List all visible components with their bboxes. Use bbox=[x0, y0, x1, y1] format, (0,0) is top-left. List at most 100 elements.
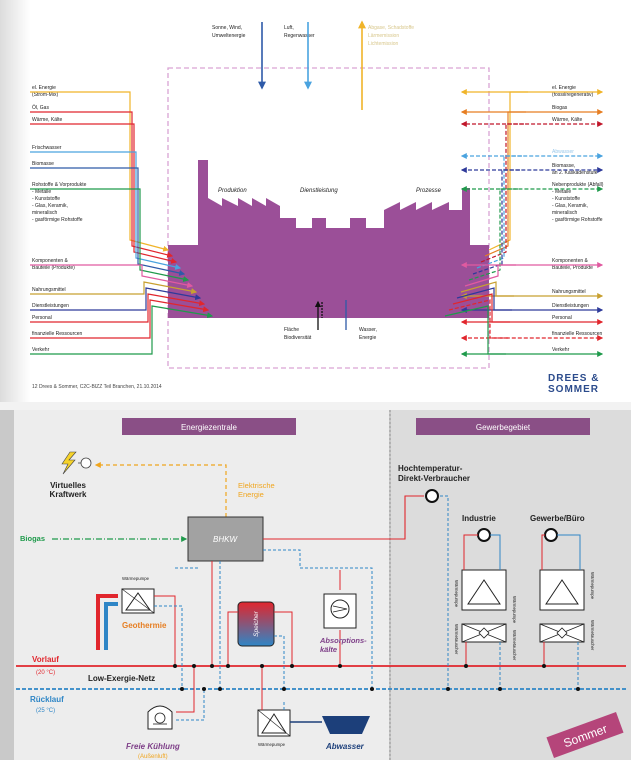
free-cooling-icon bbox=[147, 705, 173, 730]
junction-dot bbox=[542, 664, 546, 668]
left-input-arrow bbox=[30, 167, 186, 276]
svg-text:Energie: Energie bbox=[359, 335, 376, 341]
left-input-arrow bbox=[30, 123, 178, 264]
left-input-3: Frischwasser bbox=[30, 145, 182, 270]
svg-text:Lärmemission: Lärmemission bbox=[368, 33, 399, 39]
junction-dot bbox=[192, 664, 196, 668]
absorption-chiller-icon bbox=[323, 593, 357, 629]
junction-dot bbox=[218, 687, 222, 691]
right-output-7: Nahrungsmittel bbox=[460, 281, 604, 299]
svg-text:Sonne, Wind,: Sonne, Wind, bbox=[212, 25, 242, 31]
label-aussenluft: (Außenluft) bbox=[138, 754, 168, 760]
junction-dot bbox=[180, 687, 184, 691]
right-output-label: Bauteile, Produkte bbox=[552, 265, 593, 271]
left-input-arrow bbox=[30, 299, 210, 339]
right-output-arrow bbox=[444, 305, 604, 357]
left-input-label: - Kunststoffe bbox=[32, 196, 60, 202]
junction-dot bbox=[338, 664, 342, 668]
label-hochtemperatur-1: Hochtemperatur- bbox=[398, 464, 463, 473]
right-output-10: finanzielle Ressourcen bbox=[448, 299, 604, 341]
label-low-exergie-netz: Low-Exergie-Netz bbox=[88, 674, 155, 683]
right-output-arrow bbox=[480, 121, 604, 263]
right-output-label: Dienstleistungen bbox=[552, 303, 589, 309]
left-input-label: - Metalle bbox=[32, 189, 51, 195]
svg-text:Wasser,: Wasser, bbox=[359, 327, 377, 333]
left-input-1: Öl, Gas bbox=[30, 104, 174, 258]
left-input-arrow bbox=[30, 293, 206, 323]
heatpump-geothermie-icon bbox=[121, 588, 155, 614]
junction-dot bbox=[498, 687, 502, 691]
left-input-2: Wärme, Kälte bbox=[30, 117, 178, 264]
svg-text:DREES &: DREES & bbox=[548, 373, 599, 384]
right-output-label: finanzielle Ressourcen bbox=[552, 331, 603, 337]
label-freie-kuehlung: Freie Kühlung bbox=[126, 742, 180, 751]
label-waermetauscher-vertical-2: Wärmetauscher bbox=[590, 620, 595, 651]
geo-ruecklauf bbox=[154, 605, 183, 689]
right-output-label: - Kunststoffe bbox=[552, 196, 580, 202]
right-output-2: Wärme, Kälte bbox=[460, 117, 604, 263]
left-input-label: Verkehr bbox=[32, 347, 50, 353]
label-abwasser: Abwasser bbox=[325, 742, 365, 751]
heatpump-abwasser-icon bbox=[257, 709, 291, 737]
loop-gewerbe-blue bbox=[557, 534, 581, 570]
left-input-label: Frischwasser bbox=[32, 145, 62, 151]
top-label-sun-wind: Sonne, Wind, Umweltenergie bbox=[212, 25, 246, 39]
right-output-5: Nebenprodukte (Abfall)- Metalle- Kunstst… bbox=[460, 182, 604, 281]
right-output-11: Verkehr bbox=[444, 305, 604, 357]
left-input-arrow bbox=[30, 287, 202, 311]
label-waermepumpe-vertical-2: Wärmepumpe bbox=[590, 572, 595, 600]
line-hochtemperatur-supply bbox=[263, 495, 424, 540]
slide-energy-network: Energiezentrale Gewerbegebiet Virtuelles… bbox=[0, 402, 631, 760]
left-input-label: Wärme, Kälte bbox=[32, 117, 63, 123]
svg-text:Regenwasser: Regenwasser bbox=[284, 33, 315, 39]
right-output-4: Biomasse,an 2. Kaskadenstufe bbox=[460, 163, 604, 275]
consumer-industrie-icon bbox=[477, 528, 491, 542]
factory-label-dienstleistung: Dienstleistung bbox=[300, 188, 338, 194]
junction-dot bbox=[446, 687, 450, 691]
left-input-7: Nahrungsmittel bbox=[30, 281, 198, 295]
panel-energiezentrale bbox=[14, 410, 389, 760]
right-output-label: Personal bbox=[552, 315, 572, 321]
right-output-1: Biogas bbox=[460, 105, 604, 257]
bottom-label-wasser: Wasser, Energie bbox=[359, 327, 377, 341]
factory-label-prozesse: Prozesse bbox=[416, 188, 442, 194]
label-waermepumpe-vertical-1: Wärmepumpe bbox=[454, 580, 459, 608]
heatpump-gewerbe bbox=[539, 569, 585, 643]
heatpump-industrie bbox=[461, 569, 507, 643]
slide-edge-shadow bbox=[0, 0, 30, 402]
junction-dot bbox=[226, 664, 230, 668]
label-waermepumpe-abwasser: Wärmepumpe bbox=[258, 742, 286, 747]
header-gewerbegebiet bbox=[416, 418, 590, 435]
left-input-label: Nahrungsmittel bbox=[32, 287, 66, 293]
right-output-label: Biogas bbox=[552, 105, 568, 111]
left-input-label: Personal bbox=[32, 315, 52, 321]
junction-dot bbox=[282, 687, 286, 691]
label-absorption-1: Absorptions- bbox=[319, 636, 367, 645]
speicher-tank bbox=[237, 601, 275, 647]
label-waermetauscher-vertical-3: Wärmetauscher bbox=[512, 630, 517, 661]
right-output-arrow bbox=[472, 167, 604, 275]
left-input-label: Komponenten & bbox=[32, 258, 69, 264]
svg-text:Fläche: Fläche bbox=[284, 327, 299, 333]
geo-vorlauf bbox=[154, 595, 176, 666]
left-input-8: Dienstleistungen bbox=[30, 287, 202, 311]
label-virtuelles-kraftwerk-1: Virtuelles bbox=[50, 481, 86, 490]
left-input-label: Rohstoffe & Vorprodukte bbox=[32, 182, 87, 188]
slide-c2c-factory: Sonne, Wind, Umweltenergie Luft, Regenwa… bbox=[0, 0, 604, 402]
junction-dot bbox=[576, 687, 580, 691]
right-output-label: Biomasse, bbox=[552, 163, 575, 169]
right-output-9: Personal bbox=[452, 293, 604, 325]
left-input-label: (Strom-Mix) bbox=[32, 92, 58, 98]
label-elektrische-energie-2: Energie bbox=[238, 490, 264, 499]
junction-dot bbox=[173, 664, 177, 668]
label-elektrische-energie-1: Elektrische bbox=[238, 481, 275, 490]
drees-sommer-logo: DREES & SOMMER bbox=[548, 373, 599, 395]
bhkw-box bbox=[187, 516, 264, 562]
factory-boundary-frame bbox=[167, 67, 490, 369]
left-input-6: Komponenten &Bauteile (Produkte) bbox=[30, 258, 194, 289]
label-hochtemperatur-2: Direkt-Verbraucher bbox=[398, 474, 470, 483]
loop-industrie-blue bbox=[490, 534, 501, 570]
svg-text:Luft,: Luft, bbox=[284, 25, 294, 31]
label-geothermie: Geothermie bbox=[122, 621, 167, 630]
right-output-label: Verkehr bbox=[552, 347, 570, 353]
